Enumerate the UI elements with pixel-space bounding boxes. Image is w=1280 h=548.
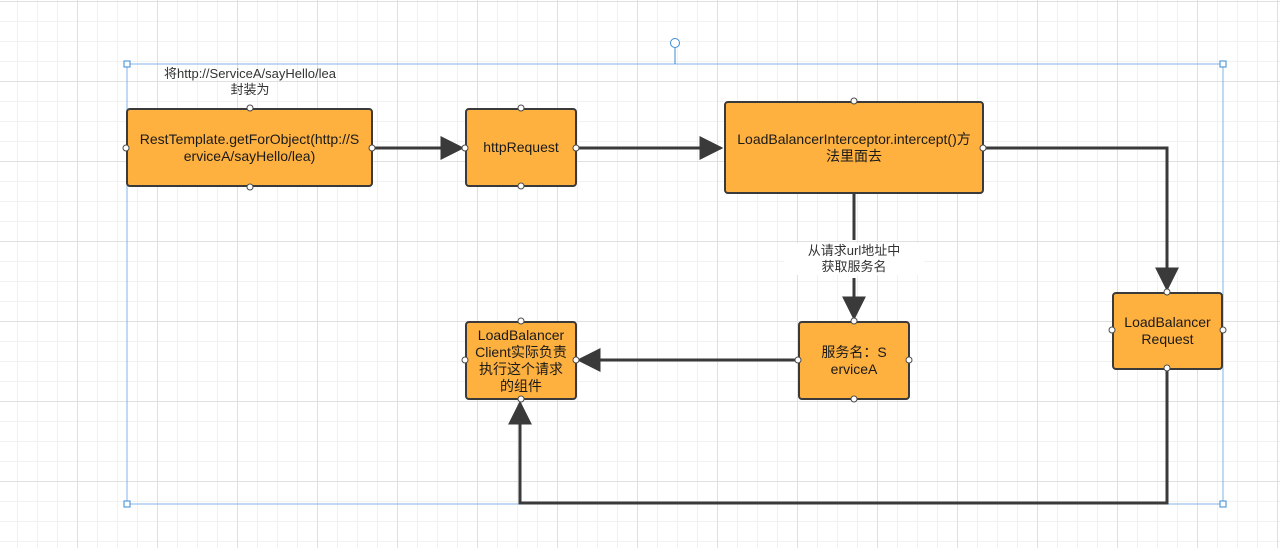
- lb-client-node[interactable]: LoadBalancerClient实际负责执行这个请求的组件: [465, 321, 577, 400]
- lb-request-text: LoadBalancerRequest: [1124, 314, 1211, 347]
- connection-point[interactable]: [517, 182, 525, 190]
- connection-point[interactable]: [461, 356, 469, 364]
- selection-handle-tr[interactable]: [1219, 60, 1227, 68]
- interceptor-text: LoadBalancerInterceptor.intercept()方法里面去: [737, 130, 971, 164]
- connection-point[interactable]: [461, 144, 469, 152]
- interceptor-node[interactable]: LoadBalancerInterceptor.intercept()方法里面去: [724, 101, 984, 194]
- rest-template-node[interactable]: RestTemplate.getForObject(http://Service…: [126, 108, 373, 187]
- connection-point[interactable]: [517, 104, 525, 112]
- connection-point[interactable]: [1108, 326, 1116, 334]
- connection-point[interactable]: [1219, 326, 1227, 334]
- service-name-text: 服务名：ServiceA: [821, 343, 887, 377]
- connection-point[interactable]: [794, 356, 802, 364]
- service-name-node[interactable]: 服务名：ServiceA: [798, 321, 910, 400]
- selection-handle-bl[interactable]: [123, 500, 131, 508]
- selection-handle-tl[interactable]: [123, 60, 131, 68]
- connection-point[interactable]: [850, 97, 858, 105]
- http-request-text: httpRequest: [483, 139, 559, 155]
- connection-point[interactable]: [122, 144, 130, 152]
- connection-point[interactable]: [979, 144, 987, 152]
- connection-point[interactable]: [905, 356, 913, 364]
- rotation-handle: [670, 38, 680, 48]
- edge-interceptor-to-lbrequest: [983, 146, 1179, 292]
- connection-point[interactable]: [572, 144, 580, 152]
- http-request-node[interactable]: httpRequest: [465, 108, 577, 187]
- connection-point[interactable]: [517, 395, 525, 403]
- connection-point[interactable]: [246, 183, 254, 191]
- wrap-note-label: 将http://ServiceA/sayHello/lea 封装为: [164, 66, 336, 97]
- lb-client-text: LoadBalancerClient实际负责执行这个请求的组件: [475, 326, 567, 394]
- lb-request-node[interactable]: LoadBalancerRequest: [1112, 292, 1223, 370]
- connection-point[interactable]: [517, 317, 525, 325]
- rest-template-text: RestTemplate.getForObject(http://Service…: [139, 130, 360, 164]
- connection-point[interactable]: [1163, 288, 1171, 296]
- connection-point[interactable]: [572, 356, 580, 364]
- connection-point[interactable]: [1163, 364, 1171, 372]
- connection-point[interactable]: [368, 144, 376, 152]
- edge-lbrequest-to-lbclient: [508, 369, 1169, 505]
- connection-point[interactable]: [246, 104, 254, 112]
- connection-point[interactable]: [850, 317, 858, 325]
- extract-note-label: 从请求url地址中 获取服务名: [784, 243, 924, 275]
- selection-handle-br[interactable]: [1219, 500, 1227, 508]
- connection-point[interactable]: [850, 395, 858, 403]
